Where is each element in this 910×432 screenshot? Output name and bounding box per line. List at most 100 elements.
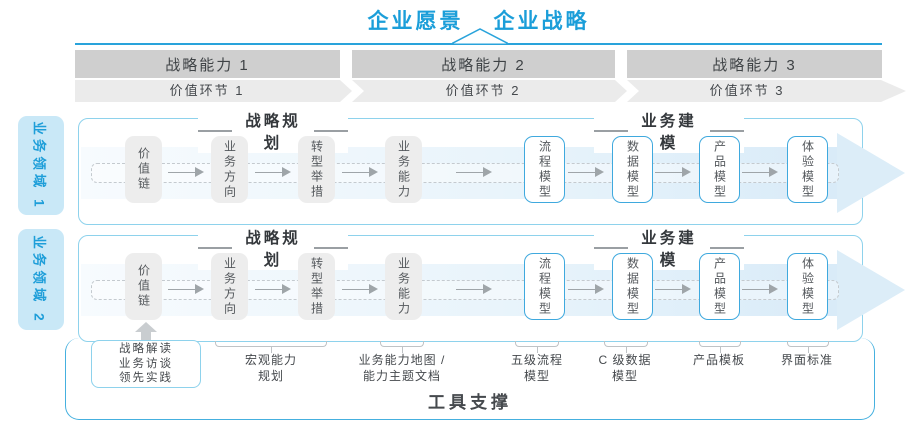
c-level-data-model-label: C 级数据 模型 (560, 353, 690, 384)
data-model-box: 数据模型 (612, 136, 653, 203)
business-interview-label: 业务访谈 (119, 357, 173, 370)
capability-bar-1: 战略能力 1 (75, 50, 340, 78)
up-arrow-icon (135, 322, 157, 341)
product-model-box-label: 产品模型 (712, 139, 727, 200)
flow-arrow-icon (168, 167, 204, 177)
strategy-inputs-box: 战略解读 业务访谈 领先实践 (91, 340, 201, 388)
capability-bar-1-label: 战略能力 1 (165, 56, 250, 74)
transformation-initiatives-box-label: 转型举措 (309, 256, 324, 317)
capability-bar-2-label: 战略能力 2 (441, 56, 526, 74)
experience-model-box-label: 体验模型 (800, 139, 815, 200)
business-direction-box: 业务方向 (211, 253, 248, 320)
flow-band-arrowhead-icon (837, 250, 905, 330)
flow-arrow-icon (255, 284, 291, 294)
transformation-initiatives-box: 转型举措 (298, 253, 335, 320)
tool-support-container: 工具支撑 (65, 338, 875, 420)
process-model-box: 流程模型 (524, 253, 565, 320)
process-model-box: 流程模型 (524, 136, 565, 203)
enterprise-strategy-title: 企业战略 (493, 10, 590, 33)
header-divider-line (75, 43, 882, 45)
business-domain-1-tab: 业务领域 1 (18, 116, 64, 215)
leading-practice-label: 领先实践 (119, 372, 173, 385)
transformation-initiatives-box-label: 转型举措 (309, 139, 324, 200)
domain-1-flow-row: 战略规划 业务建模 价值链 业务方向 转型举措 业务能力 流程模型 数据模型 产… (78, 109, 905, 225)
ui-standard-label: 界面标准 (742, 353, 872, 369)
up-arrow-stem (141, 332, 151, 341)
value-link-3-label: 价值环节 3 (709, 83, 785, 98)
flow-arrow-icon (456, 167, 492, 177)
bracket-icon (515, 341, 559, 353)
bracket-icon (604, 341, 648, 353)
flow-arrow-icon (456, 284, 492, 294)
transformation-initiatives-box: 转型举措 (298, 136, 335, 203)
value-link-2-label: 价值环节 2 (445, 83, 521, 98)
flow-arrow-icon (655, 167, 691, 177)
product-model-box-label: 产品模型 (712, 256, 727, 317)
label-line: C 级数据 (598, 353, 652, 367)
five-level-process-model-label: 五级流程 模型 (472, 353, 602, 384)
enterprise-vision-title: 企业愿景 (367, 10, 464, 33)
flow-arrow-icon (342, 167, 378, 177)
label-line: 产品模板 (692, 353, 745, 367)
label-line: 宏观能力 (244, 353, 297, 367)
label-line: 规划 (257, 368, 284, 383)
bracket-icon (787, 341, 829, 353)
value-chain-box: 价值链 (125, 136, 162, 203)
business-domain-1-label: 业务领域 1 (32, 120, 48, 211)
business-capability-box: 业务能力 (385, 253, 422, 320)
flow-arrow-icon (342, 284, 378, 294)
flow-arrow-icon (742, 284, 778, 294)
label-line: 五级流程 (510, 353, 563, 367)
bracket-icon (215, 341, 327, 353)
flow-arrow-icon (742, 167, 778, 177)
label-line: 模型 (523, 368, 550, 383)
business-capability-box-label: 业务能力 (396, 139, 411, 200)
value-chain-chevron-band (75, 80, 906, 102)
tool-support-label: 工具支撑 (428, 393, 512, 412)
capability-bar-3-label: 战略能力 3 (712, 56, 797, 74)
flow-arrow-icon (655, 284, 691, 294)
business-capability-box: 业务能力 (385, 136, 422, 203)
domain-2-flow-row: 战略规划 业务建模 价值链 业务方向 转型举措 业务能力 流程模型 数据模型 产… (78, 226, 905, 342)
bracket-icon (699, 341, 741, 353)
product-template-label: 产品模板 (654, 353, 784, 369)
capability-bar-3: 战略能力 3 (627, 50, 882, 78)
business-direction-box-label: 业务方向 (222, 256, 237, 317)
flow-band-arrowhead-icon (837, 133, 905, 213)
value-link-1-label: 价值环节 1 (169, 83, 245, 98)
experience-model-box: 体验模型 (787, 253, 828, 320)
experience-model-box: 体验模型 (787, 136, 828, 203)
value-chain-box-label: 价值链 (136, 147, 151, 192)
top-titles: 企业愿景 企业战略 (75, 5, 882, 35)
bracket-icon (380, 341, 424, 353)
label-line: 模型 (611, 368, 638, 383)
value-chain-box: 价值链 (125, 253, 162, 320)
business-domain-2-label: 业务领域 2 (32, 234, 48, 325)
up-arrow-head (135, 322, 157, 332)
peak-triangle-icon (452, 28, 508, 44)
process-model-box-label: 流程模型 (537, 256, 552, 317)
capability-bar-2: 战略能力 2 (352, 50, 615, 78)
business-capability-box-label: 业务能力 (396, 256, 411, 317)
data-model-box: 数据模型 (612, 253, 653, 320)
capability-map-doc-label: 业务能力地图 / 能力主题文档 (337, 353, 467, 384)
flow-arrow-icon (568, 284, 604, 294)
label-line: 业务能力地图 / (358, 353, 446, 367)
data-model-box-label: 数据模型 (625, 139, 640, 200)
flow-arrow-icon (168, 284, 204, 294)
process-model-box-label: 流程模型 (537, 139, 552, 200)
flow-arrow-icon (255, 167, 291, 177)
business-domain-2-tab: 业务领域 2 (18, 229, 64, 330)
strategy-interpretation-label: 战略解读 (119, 343, 173, 356)
data-model-box-label: 数据模型 (625, 256, 640, 317)
flow-arrow-icon (568, 167, 604, 177)
label-line: 界面标准 (780, 353, 833, 367)
product-model-box: 产品模型 (699, 136, 740, 203)
business-direction-box: 业务方向 (211, 136, 248, 203)
business-direction-box-label: 业务方向 (222, 139, 237, 200)
label-line: 能力主题文档 (362, 368, 441, 383)
experience-model-box-label: 体验模型 (800, 256, 815, 317)
macro-capability-planning-label: 宏观能力 规划 (206, 353, 336, 384)
value-chain-box-label: 价值链 (136, 264, 151, 309)
